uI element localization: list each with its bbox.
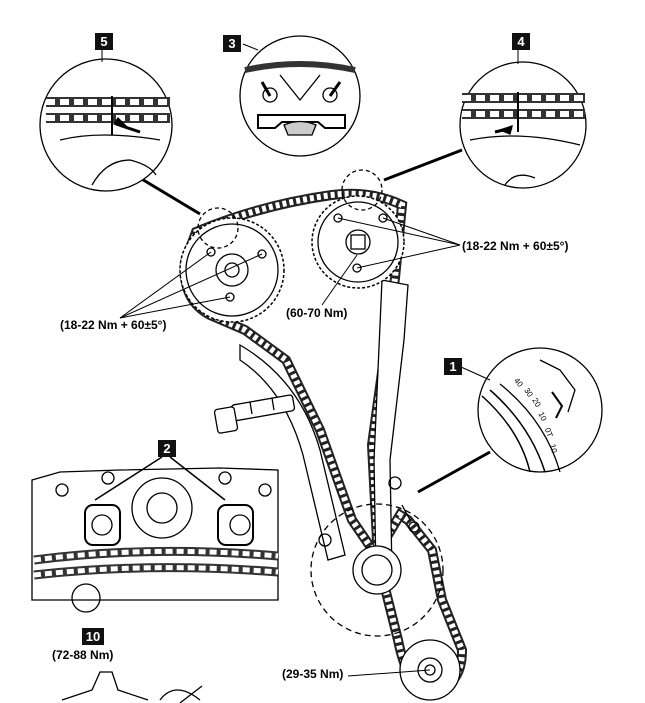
intake-camshaft-sprocket — [179, 207, 285, 323]
detail-view-2 — [31, 456, 279, 613]
callout-badge-2: 2 — [158, 440, 176, 457]
callout-badge-5: 5 — [95, 33, 113, 50]
torque-label-crank: (29-35 Nm) — [282, 667, 344, 681]
callout-badge-4: 4 — [512, 33, 530, 50]
callout-badge-1: 1 — [444, 358, 462, 375]
torque-label-exhaust: (18-22 Nm + 60±5°) — [462, 239, 569, 253]
detail-view-10 — [61, 671, 203, 703]
detail-view-4 — [383, 61, 587, 189]
callout-badge-3: 3 — [223, 35, 241, 52]
detail-view-5 — [39, 58, 201, 216]
detail-view-1 — [417, 347, 603, 494]
leader-lines — [101, 43, 519, 677]
locking-pin-tool — [213, 394, 296, 434]
torque-label-lower: (72-88 Nm) — [52, 648, 114, 662]
chain-guides — [239, 279, 409, 576]
detail-view-3 — [239, 35, 361, 157]
torque-label-intake: (18-22 Nm + 60±5°) — [60, 318, 167, 332]
callout-badge-10: 10 — [82, 628, 104, 645]
exhaust-camshaft-sprocket — [311, 169, 405, 289]
torque-label-exhaust-center: (60-70 Nm) — [286, 306, 348, 320]
